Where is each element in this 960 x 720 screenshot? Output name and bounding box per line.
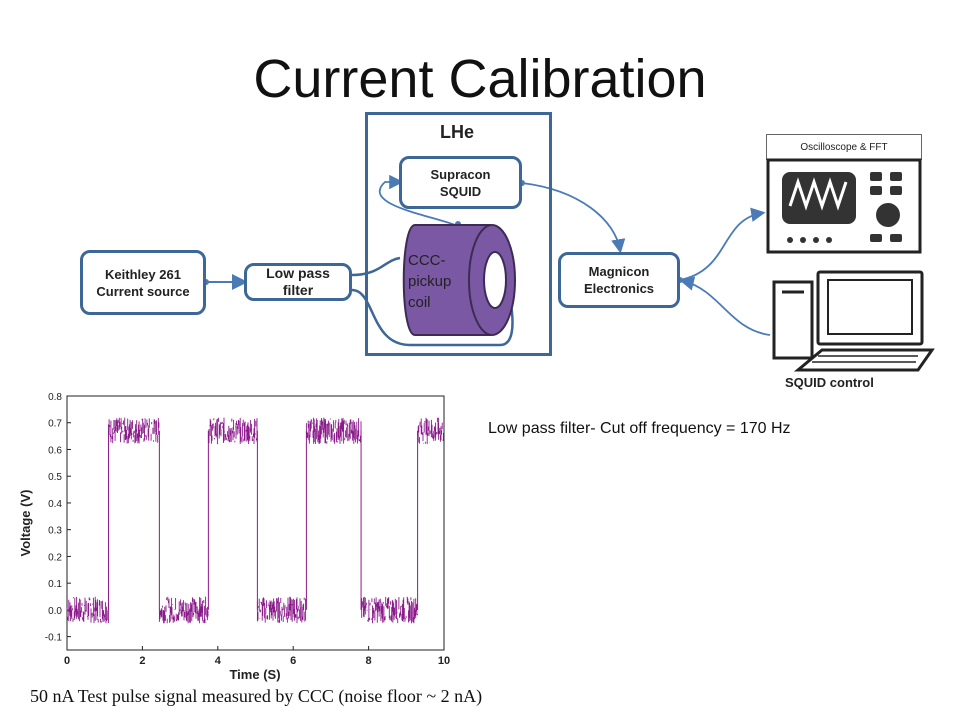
- x-tick-label: 10: [438, 655, 450, 667]
- lhe-label: LHe: [440, 122, 475, 142]
- y-tick-label: 0.4: [48, 499, 62, 510]
- y-tick-label: 0.6: [48, 445, 62, 456]
- lowpass-line2: filter: [282, 282, 314, 298]
- y-tick-label: 0.1: [48, 579, 62, 590]
- ccc-coil-icon: [402, 224, 516, 336]
- signal-segment-high: [108, 417, 160, 444]
- y-tick-label: -0.1: [45, 633, 63, 644]
- keithley-line2: Current source: [96, 283, 190, 299]
- signal-segment-high: [417, 417, 444, 445]
- x-tick-label: 0: [64, 655, 70, 667]
- x-tick-label: 2: [139, 655, 145, 667]
- y-axis-ticks: -0.1 0.0 0.1 0.2 0.3 0.4 0.5 0.6 0.7 0.8: [45, 392, 71, 644]
- lowpass-note: Low pass filter- Cut off frequency = 170…: [488, 420, 791, 437]
- ccc-coil-label: CCC- pickup coil: [408, 250, 451, 313]
- x-tick-label: 4: [215, 655, 222, 667]
- oscilloscope-label: Oscilloscope & FFT: [766, 134, 922, 160]
- coil-line1: CCC-: [408, 252, 446, 269]
- series-layer: [66, 417, 444, 624]
- plot-frame: [66, 395, 445, 651]
- y-tick-label: 0.7: [48, 419, 62, 430]
- lowpass-line1: Low pass: [266, 265, 330, 281]
- page-title: Current Calibration: [253, 49, 707, 109]
- y-tick-label: 0.2: [48, 552, 62, 563]
- x-tick-label: 8: [366, 655, 372, 667]
- y-tick-label: 0.3: [48, 526, 62, 537]
- lhe-cryostat-box: [365, 112, 552, 356]
- magnicon-to-oscilloscope-arrow: [679, 207, 766, 281]
- squid-line1: Supracon: [430, 166, 491, 182]
- coil-to-squid-arrow: [378, 174, 459, 227]
- y-tick-label: 0.0: [48, 606, 62, 617]
- coil-line2: pickup: [408, 273, 452, 290]
- signal-segment-low: [360, 596, 418, 624]
- signal-segment-high: [207, 417, 258, 445]
- y-tick-label: 0.5: [48, 472, 62, 483]
- figure-caption: 50 nA Test pulse signal measured by CCC …: [30, 686, 483, 706]
- signal-segment-high: [305, 417, 362, 444]
- signal-segment-low: [256, 596, 307, 624]
- oscilloscope-icon: [766, 158, 922, 254]
- filter-coil-wire-top: [351, 256, 401, 277]
- magnicon-line2: Electronics: [583, 281, 655, 296]
- squid-control-label: SQUID control: [785, 375, 874, 390]
- signal-segment-low: [158, 596, 209, 624]
- keithley-line1: Keithley 261: [105, 266, 181, 282]
- y-axis-label: Voltage (V): [18, 490, 33, 557]
- y-tick-label: 0.8: [48, 392, 62, 403]
- squid-to-magnicon-arrow: [521, 182, 626, 254]
- coil-line3: coil: [408, 294, 431, 311]
- signal-segment-low: [66, 596, 109, 624]
- squid-line2: SQUID: [439, 183, 482, 199]
- computer-icon: [772, 270, 935, 372]
- x-axis-ticks: 0 2 4 6 8 10: [64, 646, 450, 667]
- x-axis-label: Time (S): [229, 667, 280, 682]
- x-tick-label: 6: [290, 655, 296, 667]
- magnicon-line1: Magnicon: [588, 264, 650, 279]
- computer-to-magnicon-arrow: [679, 276, 771, 336]
